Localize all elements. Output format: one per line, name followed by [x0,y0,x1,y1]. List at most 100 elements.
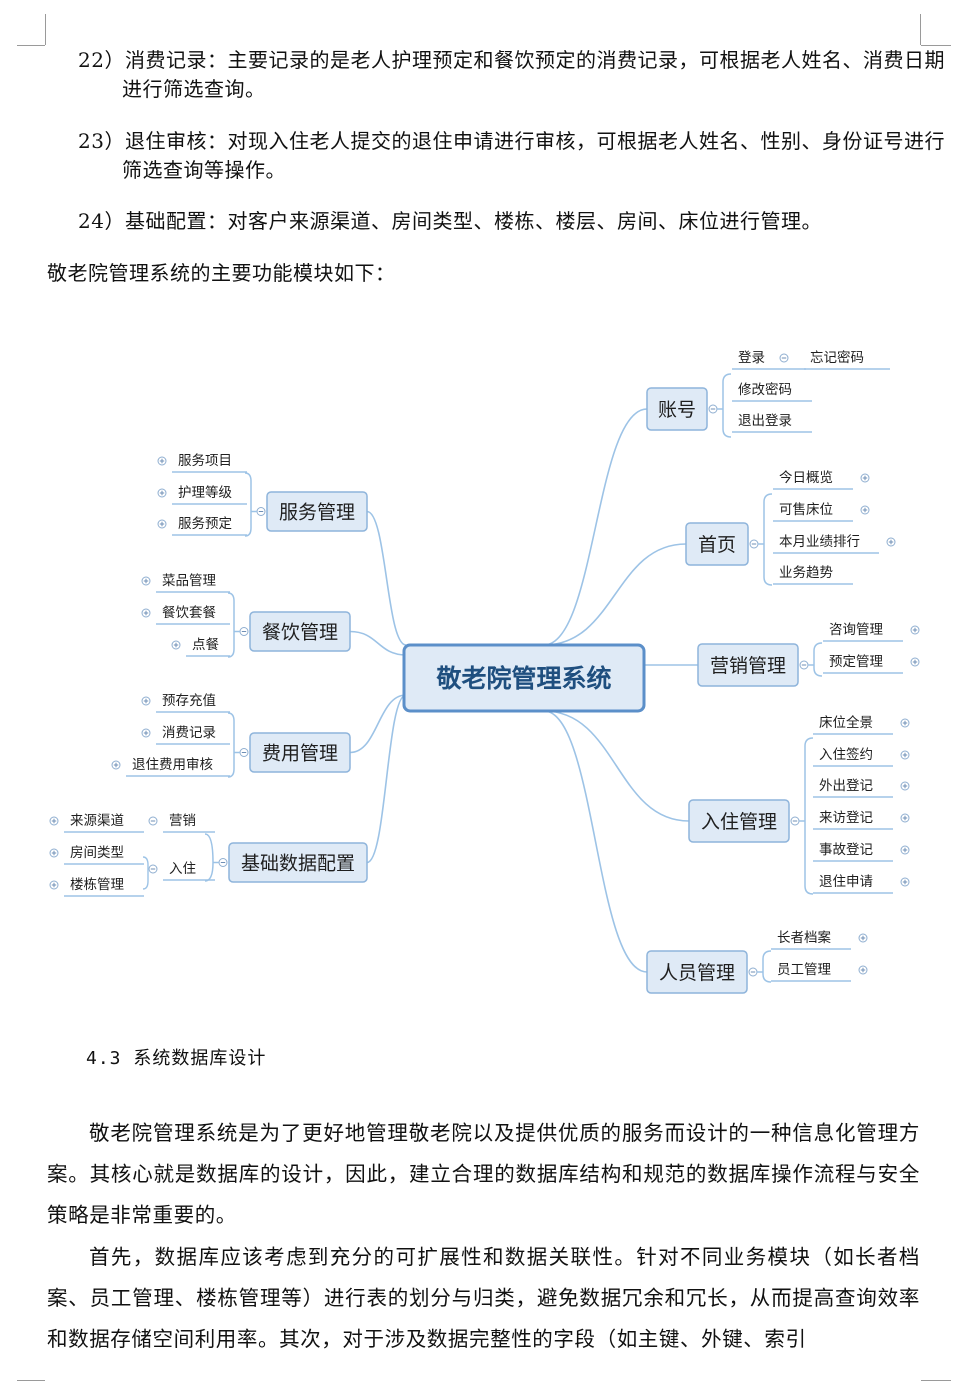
branch-2: 首页 [685,522,749,566]
branch-4-label: 入住管理 [701,811,777,833]
branch-2-label: 首页 [698,534,736,556]
collapse-icon [779,353,789,363]
connector-center-2 [543,543,687,646]
left-branch-1-bracket [244,472,257,537]
leaf-3-2: 预定管理 [829,654,883,670]
expand-icon [900,877,910,887]
left-leaf-3-2: 消费记录 [162,725,216,741]
left-leaf-4-2: 入住 [169,861,196,877]
leaf-4-4: 来访登记 [819,810,873,826]
expand-icon [910,657,920,667]
expand-icon [910,625,920,635]
branch-4-bracket [799,737,814,895]
branch-3-frame [697,643,799,687]
branch-4-collapse-icon [790,816,800,826]
left-branch-4-frame [228,842,368,883]
leaf-5-1: 长者档案 [777,929,831,946]
leaf-4-6: 退住申请 [819,874,873,890]
expand-icon [900,781,910,791]
branch-3: 营销管理 [697,643,799,687]
branch-3-label: 营销管理 [710,655,786,677]
left-branch-4-label: 基础数据配置 [241,852,355,874]
expand-icon [171,640,181,650]
leaf-4-3: 外出登记 [819,778,873,794]
leaf-5-2: 员工管理 [777,962,831,978]
left-branch-4-collapse-icon [218,858,228,867]
leaf-4-5: 事故登记 [819,842,873,858]
left-leaf-1-3: 服务预定 [178,516,232,532]
expand-icon [49,880,59,890]
leaf-2-4: 业务趋势 [779,565,833,581]
left-branch-3-collapse-icon [239,748,249,757]
expand-icon [141,608,151,618]
center-node-frame [402,643,646,713]
crop-mark-bottom-right-h [921,1380,951,1381]
left-branch-4-sub-bracket [142,856,149,890]
leaf-1-1: 登录 [738,350,765,366]
left-branch-1: 服务管理 [266,491,368,532]
paragraph-1: 敬老院管理系统是为了更好地管理敬老院以及提供优质的服务而设计的一种信息化管理方案… [47,1121,920,1227]
left-branch-3: 费用管理 [249,732,351,773]
connector-center-left-1 [366,510,407,646]
branch-1-collapse-icon [708,404,718,414]
expand-icon [141,696,151,706]
connector-center-left-4 [366,694,407,864]
left-leaf-3-1: 预存充值 [162,693,216,709]
left-leaf-2-2: 餐饮套餐 [162,605,216,621]
left-branch-3-label: 费用管理 [262,742,338,764]
leaf-2-1: 今日概览 [779,470,833,486]
left-branch-4-bracket [204,833,219,882]
branch-5-bracket [757,950,772,983]
left-leaf-4-1-1: 来源渠道 [70,813,124,829]
branch-2-frame [685,522,749,566]
left-leaf-4-2-1: 房间类型 [70,845,124,861]
expand-icon [49,848,59,858]
crop-mark-top-left-v [45,14,46,45]
branch-4: 入住管理 [688,799,790,843]
expand-icon [886,537,896,547]
expand-icon [860,505,870,515]
left-leaf-1-1: 服务项目 [178,453,232,469]
expand-icon [157,488,167,498]
leaf-1-3: 退出登录 [738,413,792,429]
left-branch-2: 餐饮管理 [249,611,351,652]
left-leaf-2-3: 点餐 [192,637,219,653]
left-leaf-3-3: 退住费用审核 [132,757,213,773]
center-node-label: 敬老院管理系统 [435,664,611,693]
branch-5-collapse-icon [748,967,758,977]
connector-center-1 [543,408,648,646]
left-branch-1-collapse-icon [256,507,266,516]
branch-1-frame [646,387,708,431]
leaf-4-1: 床位全景 [819,714,873,731]
leaf-3-1: 咨询管理 [829,622,883,638]
left-branch-4: 基础数据配置 [228,842,368,883]
left-branch-2-label: 餐饮管理 [262,621,338,643]
leaf-4-2: 入住签约 [819,746,873,763]
connector-center-4 [543,710,690,822]
crop-mark-top-left-h [17,45,45,46]
list-item-24: 24）基础配置：对客户来源渠道、房间类型、楼栋、楼层、房间、床位进行管理。 [78,209,822,233]
expand-icon [49,816,59,826]
collapse-icon [148,816,158,826]
expand-icon [900,750,910,760]
branch-1-label: 账号 [658,399,696,421]
expand-icon [141,576,151,586]
leaf-1-2: 修改密码 [738,381,792,398]
branch-2-bracket [758,493,773,586]
expand-icon [157,456,167,466]
list-item-23: 23）退住审核：对现入住老人提交的退住申请进行审核，可根据老人姓名、性别、身份证… [78,129,945,182]
left-branch-1-frame [266,491,368,532]
expand-icon [860,473,870,483]
connector-center-left-3 [349,694,407,754]
branch-3-collapse-icon [799,660,809,670]
branch-5: 人员管理 [646,950,748,994]
branch-1-bracket [717,373,732,438]
branch-5-frame [646,950,748,994]
expand-icon [858,965,868,975]
paragraph-2: 首先，数据库应该考虑到充分的可扩展性和数据关联性。针对不同业务模块（如长者档案、… [47,1245,920,1351]
crop-mark-top-right-v [920,14,921,45]
expand-icon [141,728,151,738]
leaf-2-2: 可售床位 [779,502,833,518]
expand-icon [157,519,167,529]
left-branch-2-bracket [227,592,240,658]
